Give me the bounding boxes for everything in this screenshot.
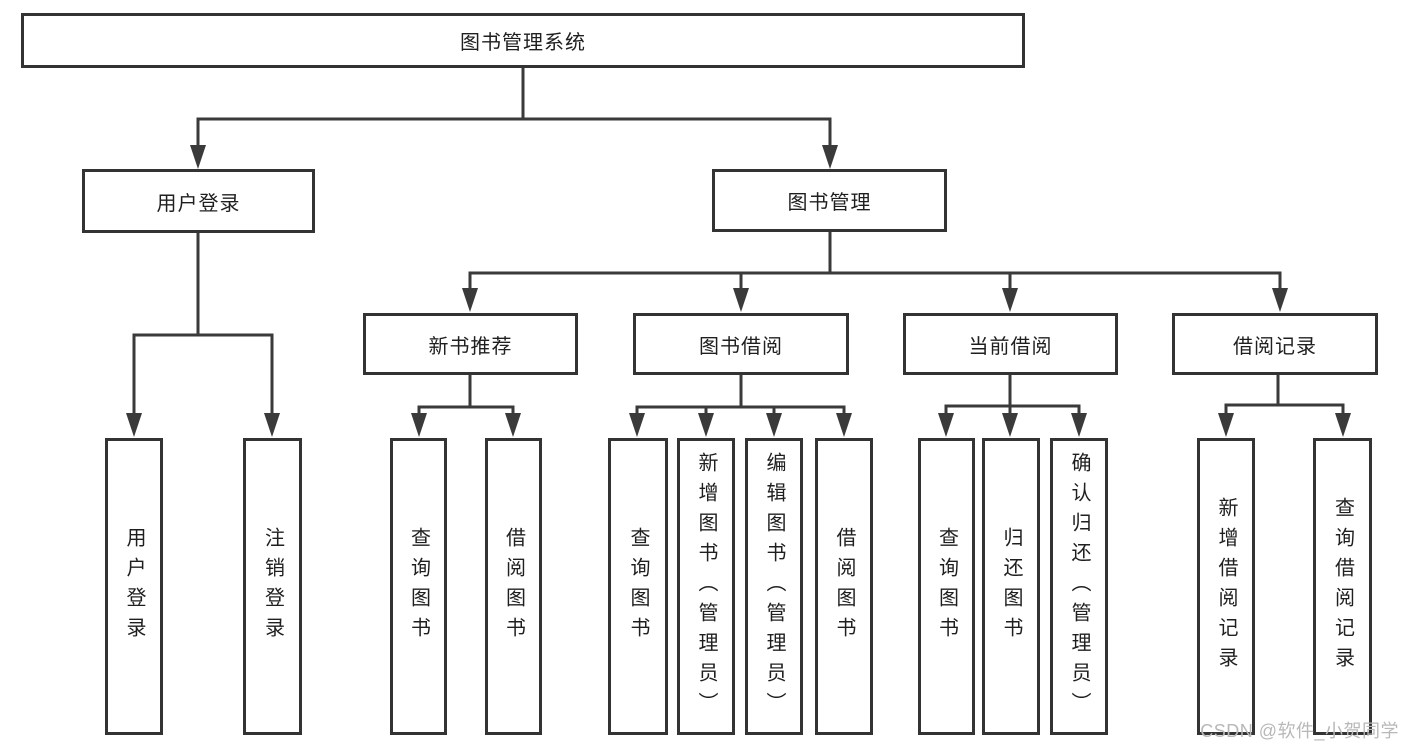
leaf-label: 查询图书 <box>935 526 958 647</box>
leaf-user-login: 用户登录 <box>105 438 163 735</box>
leaf-confirm-return-admin: 确认归还（管理员） <box>1050 438 1108 735</box>
node-library-management-system: 图书管理系统 <box>21 13 1025 68</box>
leaf-label: 归还图书 <box>1000 526 1022 647</box>
leaf-label: 编辑图书（管理员） <box>763 451 785 722</box>
leaf-edit-book-admin: 编辑图书（管理员） <box>745 438 803 735</box>
leaf-label: 查询图书 <box>407 526 430 647</box>
leaf-borrow-books-recommend: 借阅图书 <box>485 438 542 735</box>
leaf-logout: 注销登录 <box>243 438 302 735</box>
node-label: 图书借阅 <box>699 335 783 358</box>
watermark: CSDN @软件_小贺同学 <box>1200 721 1399 741</box>
leaf-label: 查询借阅记录 <box>1331 496 1354 677</box>
leaf-label: 查询图书 <box>627 526 649 647</box>
node-label: 图书管理系统 <box>460 32 586 54</box>
leaf-query-books-recommend: 查询图书 <box>390 438 447 735</box>
node-new-book-recommend: 新书推荐 <box>363 313 578 375</box>
leaf-query-books-current: 查询图书 <box>918 438 975 735</box>
node-current-borrow: 当前借阅 <box>903 313 1118 375</box>
leaf-add-book-admin: 新增图书（管理员） <box>677 438 735 735</box>
node-label: 图书管理 <box>787 192 872 214</box>
node-label: 借阅记录 <box>1233 335 1317 358</box>
node-label: 当前借阅 <box>968 335 1053 358</box>
leaf-query-books-borrow: 查询图书 <box>608 438 668 735</box>
node-label: 新书推荐 <box>428 335 513 358</box>
node-user-login: 用户登录 <box>82 169 315 233</box>
leaf-label: 注销登录 <box>261 526 284 647</box>
leaf-query-borrow-record: 查询借阅记录 <box>1313 438 1372 735</box>
node-book-management: 图书管理 <box>712 169 947 232</box>
leaf-label: 借阅图书 <box>833 526 855 647</box>
arrowhead-icons <box>126 145 1351 437</box>
leaf-borrow-books: 借阅图书 <box>815 438 873 735</box>
leaf-label: 借阅图书 <box>502 526 525 647</box>
leaf-label: 确认归还（管理员） <box>1068 451 1090 722</box>
leaf-label: 新增借阅记录 <box>1215 496 1237 677</box>
node-book-borrow: 图书借阅 <box>633 313 849 375</box>
leaf-label: 用户登录 <box>123 526 145 647</box>
leaf-label: 新增图书（管理员） <box>695 451 717 722</box>
node-borrow-records: 借阅记录 <box>1172 313 1378 375</box>
node-label: 用户登录 <box>156 192 241 215</box>
leaf-add-borrow-record: 新增借阅记录 <box>1197 438 1255 735</box>
leaf-return-books: 归还图书 <box>982 438 1040 735</box>
